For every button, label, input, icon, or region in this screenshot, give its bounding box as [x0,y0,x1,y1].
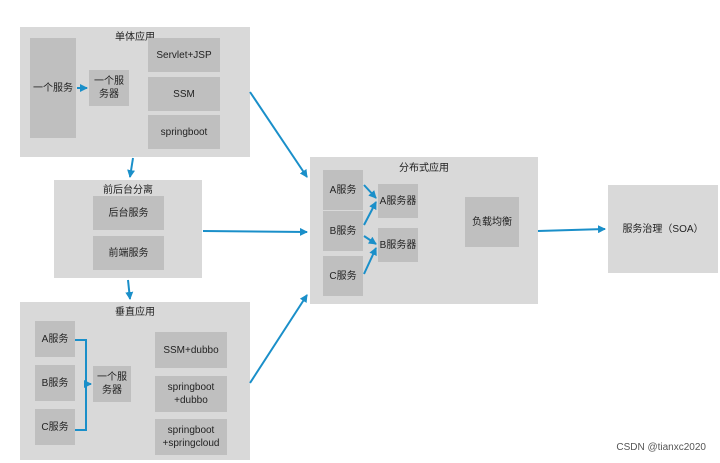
arrow-dist-c-to-server-b [363,247,377,275]
monolith-title: 单体应用 [115,32,155,43]
vertical-stack-ssm-dubbo-label: SSM+dubbo [163,344,219,356]
arrow-vertical-services-bracket [75,339,87,431]
arrow-dist-b-to-server-b [363,235,377,245]
vertical-service-a: A服务 [35,321,75,357]
separation-frontend-box: 前端服务 [93,236,164,270]
separation-title: 前后台分离 [103,185,153,196]
arrow-vertical-to-distributed [249,294,308,384]
monolith-service-label: 一个服务 [33,82,73,94]
soa-label: 服务治理（SOA） [622,223,704,235]
monolith-stack-springboot: springboot [148,115,220,149]
vertical-panel: 垂直应用 A服务 B服务 C服务 一个服 务器 SSM+dubbo spring… [20,302,250,460]
distributed-server-a: A服务器 [378,184,418,218]
arrow-dist-b-to-server-a [363,201,377,226]
vertical-server-box: 一个服 务器 [93,366,131,402]
monolith-stack-springboot-label: springboot [160,126,208,138]
monolith-stack-servlet: Servlet+JSP [148,38,220,72]
distributed-service-b-label: B服务 [329,225,357,237]
arrow-dist-a-to-server-a [363,184,377,199]
monolith-service-box: 一个服务 [30,38,76,138]
distributed-service-a-label: A服务 [329,184,357,196]
vertical-service-a-label: A服务 [41,333,69,345]
arrow-monolith-to-separation [127,157,136,178]
soa-panel: 服务治理（SOA） [608,185,718,273]
vertical-service-c: C服务 [35,409,75,445]
distributed-panel: 分布式应用 A服务 B服务 C服务 A服务器 B服务器 负载均衡 [310,157,538,304]
separation-backend-label: 后台服务 [108,207,149,219]
watermark: CSDN @tianxc2020 [616,442,706,453]
monolith-server-box: 一个服 务器 [89,70,129,106]
vertical-stack-ssm-dubbo: SSM+dubbo [155,332,227,368]
distributed-service-a: A服务 [323,170,363,210]
arrow-separation-to-distributed [202,227,308,236]
vertical-title: 垂直应用 [115,307,155,318]
distributed-server-b-label: B服务器 [379,239,417,251]
distributed-title: 分布式应用 [399,163,449,174]
distributed-load-balancer: 负载均衡 [465,197,519,247]
vertical-service-c-label: C服务 [41,421,69,433]
distributed-load-balancer-label: 负载均衡 [472,216,512,228]
distributed-server-b: B服务器 [378,228,418,262]
vertical-stack-springboot-springcloud: springboot +springcloud [155,419,227,455]
monolith-stack-servlet-label: Servlet+JSP [156,49,212,61]
arrow-separation-to-vertical [125,279,134,300]
vertical-server-label: 一个服 务器 [97,372,127,396]
monolith-server-label: 一个服 务器 [94,76,124,100]
monolith-stack-ssm: SSM [148,77,220,111]
distributed-service-c-label: C服务 [329,270,357,282]
separation-panel: 前后台分离 后台服务 前端服务 [54,180,202,278]
vertical-stack-springboot-dubbo-label: springboot +dubbo [167,382,215,406]
monolith-stack-ssm-label: SSM [173,88,195,100]
arrow-distributed-to-soa [537,225,606,234]
vertical-stack-springboot-springcloud-label: springboot +springcloud [162,425,220,449]
distributed-server-a-label: A服务器 [379,195,417,207]
vertical-stack-springboot-dubbo: springboot +dubbo [155,376,227,412]
separation-backend-box: 后台服务 [93,196,164,230]
monolith-panel: 单体应用 一个服务 一个服 务器 Servlet+JSP SSM springb… [20,27,250,157]
arrow-monolith-to-distributed [249,91,308,178]
distributed-service-c: C服务 [323,256,363,296]
distributed-service-b: B服务 [323,211,363,251]
separation-frontend-label: 前端服务 [108,247,149,259]
vertical-service-b-label: B服务 [41,377,69,389]
vertical-service-b: B服务 [35,365,75,401]
